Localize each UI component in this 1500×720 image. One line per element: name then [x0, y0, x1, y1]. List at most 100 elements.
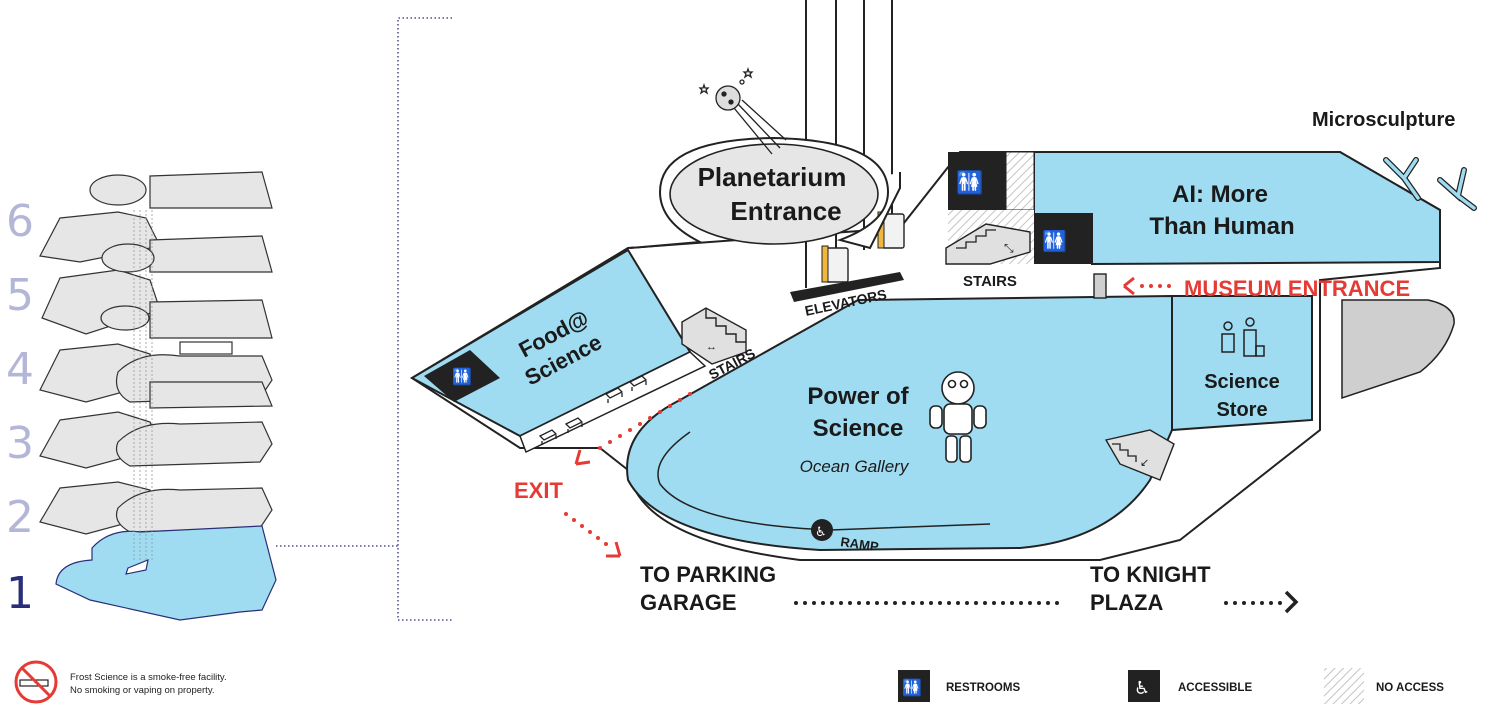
path-dot	[1242, 601, 1246, 605]
floor-stack: 6 5 4 3 2 1	[6, 171, 277, 621]
power-science-label-2[interactable]: Science	[813, 415, 904, 442]
svg-text:↔: ↔	[706, 341, 717, 353]
path-dot	[992, 601, 996, 605]
ramp-accessible-icon[interactable]: ♿	[811, 519, 833, 541]
path-dot	[965, 601, 969, 605]
parking-label-2[interactable]: GARAGE	[640, 590, 737, 615]
planetarium-label-1[interactable]: Planetarium	[698, 162, 847, 192]
path-dot	[1224, 601, 1228, 605]
floor-2-outline	[39, 481, 273, 535]
family-icon	[1221, 317, 1265, 357]
svg-text:↙: ↙	[1140, 457, 1149, 469]
ai-gallery-label-2[interactable]: Than Human	[1149, 213, 1294, 240]
path-dot	[893, 601, 897, 605]
path-dot	[1010, 601, 1014, 605]
planetarium-bubble[interactable]	[629, 136, 901, 250]
legend-no-access-icon	[1324, 668, 1364, 704]
floor-number-1[interactable]: 1	[6, 568, 34, 619]
science-store-label-2[interactable]: Store	[1216, 399, 1267, 421]
knight-label-2[interactable]: PLAZA	[1090, 590, 1163, 615]
legend-accessible-icon: ♿	[1128, 670, 1160, 702]
microsculpture-label[interactable]: Microsculpture	[1312, 109, 1455, 131]
path-dot	[974, 601, 978, 605]
science-store[interactable]	[1171, 295, 1313, 432]
path-dot	[1037, 601, 1041, 605]
path-dot	[938, 601, 942, 605]
path-dot	[1233, 601, 1237, 605]
ocean-gallery-label[interactable]: Ocean Gallery	[800, 457, 910, 476]
restroom-block-top[interactable]: 🚻	[948, 152, 1006, 210]
svg-text:🚻: 🚻	[956, 170, 983, 196]
path-dot	[920, 601, 924, 605]
floor-number-3[interactable]: 3	[6, 418, 34, 469]
stairs-store-icon[interactable]: ↙	[1104, 429, 1175, 481]
path-dot	[947, 601, 951, 605]
floor-number-2[interactable]: 2	[6, 492, 34, 543]
ai-gallery[interactable]	[1033, 151, 1441, 266]
path-dot	[830, 601, 834, 605]
gray-building	[1341, 299, 1455, 400]
floor-number-6[interactable]: 6	[6, 196, 34, 247]
exit-arrow-path	[564, 392, 692, 558]
floor-number-4[interactable]: 4	[6, 344, 34, 395]
floor-6-outline	[39, 171, 273, 263]
svg-text:🚻: 🚻	[1042, 229, 1067, 253]
parking-dotted-line	[794, 601, 1059, 605]
ramp-label[interactable]: RAMP	[840, 534, 880, 554]
svg-text:♿: ♿	[1134, 678, 1150, 699]
museum-entrance-label[interactable]: MUSEUM ENTRANCE	[1184, 276, 1410, 301]
path-dot	[983, 601, 987, 605]
path-dot	[1260, 601, 1264, 605]
path-dot	[911, 601, 915, 605]
parking-label-1[interactable]: TO PARKING	[640, 562, 776, 587]
ramp-path	[657, 431, 991, 531]
stairs-top-label[interactable]: STAIRS	[963, 273, 1017, 290]
path-dot	[848, 601, 852, 605]
path-dot	[884, 601, 888, 605]
knight-label-1[interactable]: TO KNIGHT	[1090, 562, 1211, 587]
path-dot	[821, 601, 825, 605]
exit-label[interactable]: EXIT	[514, 478, 563, 503]
path-dot	[857, 601, 861, 605]
power-science-label-1[interactable]: Power of	[807, 383, 909, 410]
path-dot	[803, 601, 807, 605]
restroom-block-bottom[interactable]: 🚻	[1034, 214, 1092, 264]
path-dot	[902, 601, 906, 605]
entrance-arrow	[1123, 276, 1171, 296]
svg-text:🚻: 🚻	[902, 678, 922, 697]
entrance-door[interactable]	[1093, 273, 1107, 299]
floor-number-5[interactable]: 5	[6, 270, 34, 321]
legend-restrooms-label: RESTROOMS	[946, 682, 1020, 694]
path-dot	[1251, 601, 1255, 605]
callout-lines	[276, 17, 452, 621]
knight-arrow-icon	[1284, 590, 1299, 614]
stairs-top-icon[interactable]: ⤡	[945, 223, 1031, 265]
floor-1-outline	[55, 525, 277, 621]
floor-3-outline	[39, 381, 273, 469]
path-dot	[839, 601, 843, 605]
elevator-doors[interactable]	[821, 211, 905, 283]
svg-text:🚻: 🚻	[452, 367, 472, 386]
microsculpture-icon-fill	[1384, 158, 1476, 210]
legend-no-access-label: NO ACCESS	[1376, 682, 1444, 694]
path-dot	[812, 601, 816, 605]
path-dot	[929, 601, 933, 605]
stairs-left-icon[interactable]: ↔	[681, 307, 747, 365]
svg-text:♿: ♿	[815, 525, 827, 540]
ai-gallery-label-1[interactable]: AI: More	[1172, 181, 1268, 208]
astronaut-icon	[929, 371, 987, 463]
no-access-area-top	[1005, 151, 1035, 211]
path-dot	[1001, 601, 1005, 605]
smoke-notice-line-1: Frost Science is a smoke-free facility.	[70, 672, 227, 683]
elevators-bar	[790, 272, 904, 302]
food-restroom-icon[interactable]: 🚻	[424, 350, 500, 402]
path-dot	[875, 601, 879, 605]
path-dot	[1055, 601, 1059, 605]
science-store-label-1[interactable]: Science	[1204, 371, 1280, 393]
legend-accessible-label: ACCESSIBLE	[1178, 682, 1252, 694]
power-of-science-gallery[interactable]	[626, 294, 1173, 552]
meteor-icon	[698, 66, 787, 155]
path-dot	[1046, 601, 1050, 605]
legend-restrooms-icon: 🚻	[898, 670, 930, 702]
planetarium-label-2[interactable]: Entrance	[730, 196, 841, 226]
